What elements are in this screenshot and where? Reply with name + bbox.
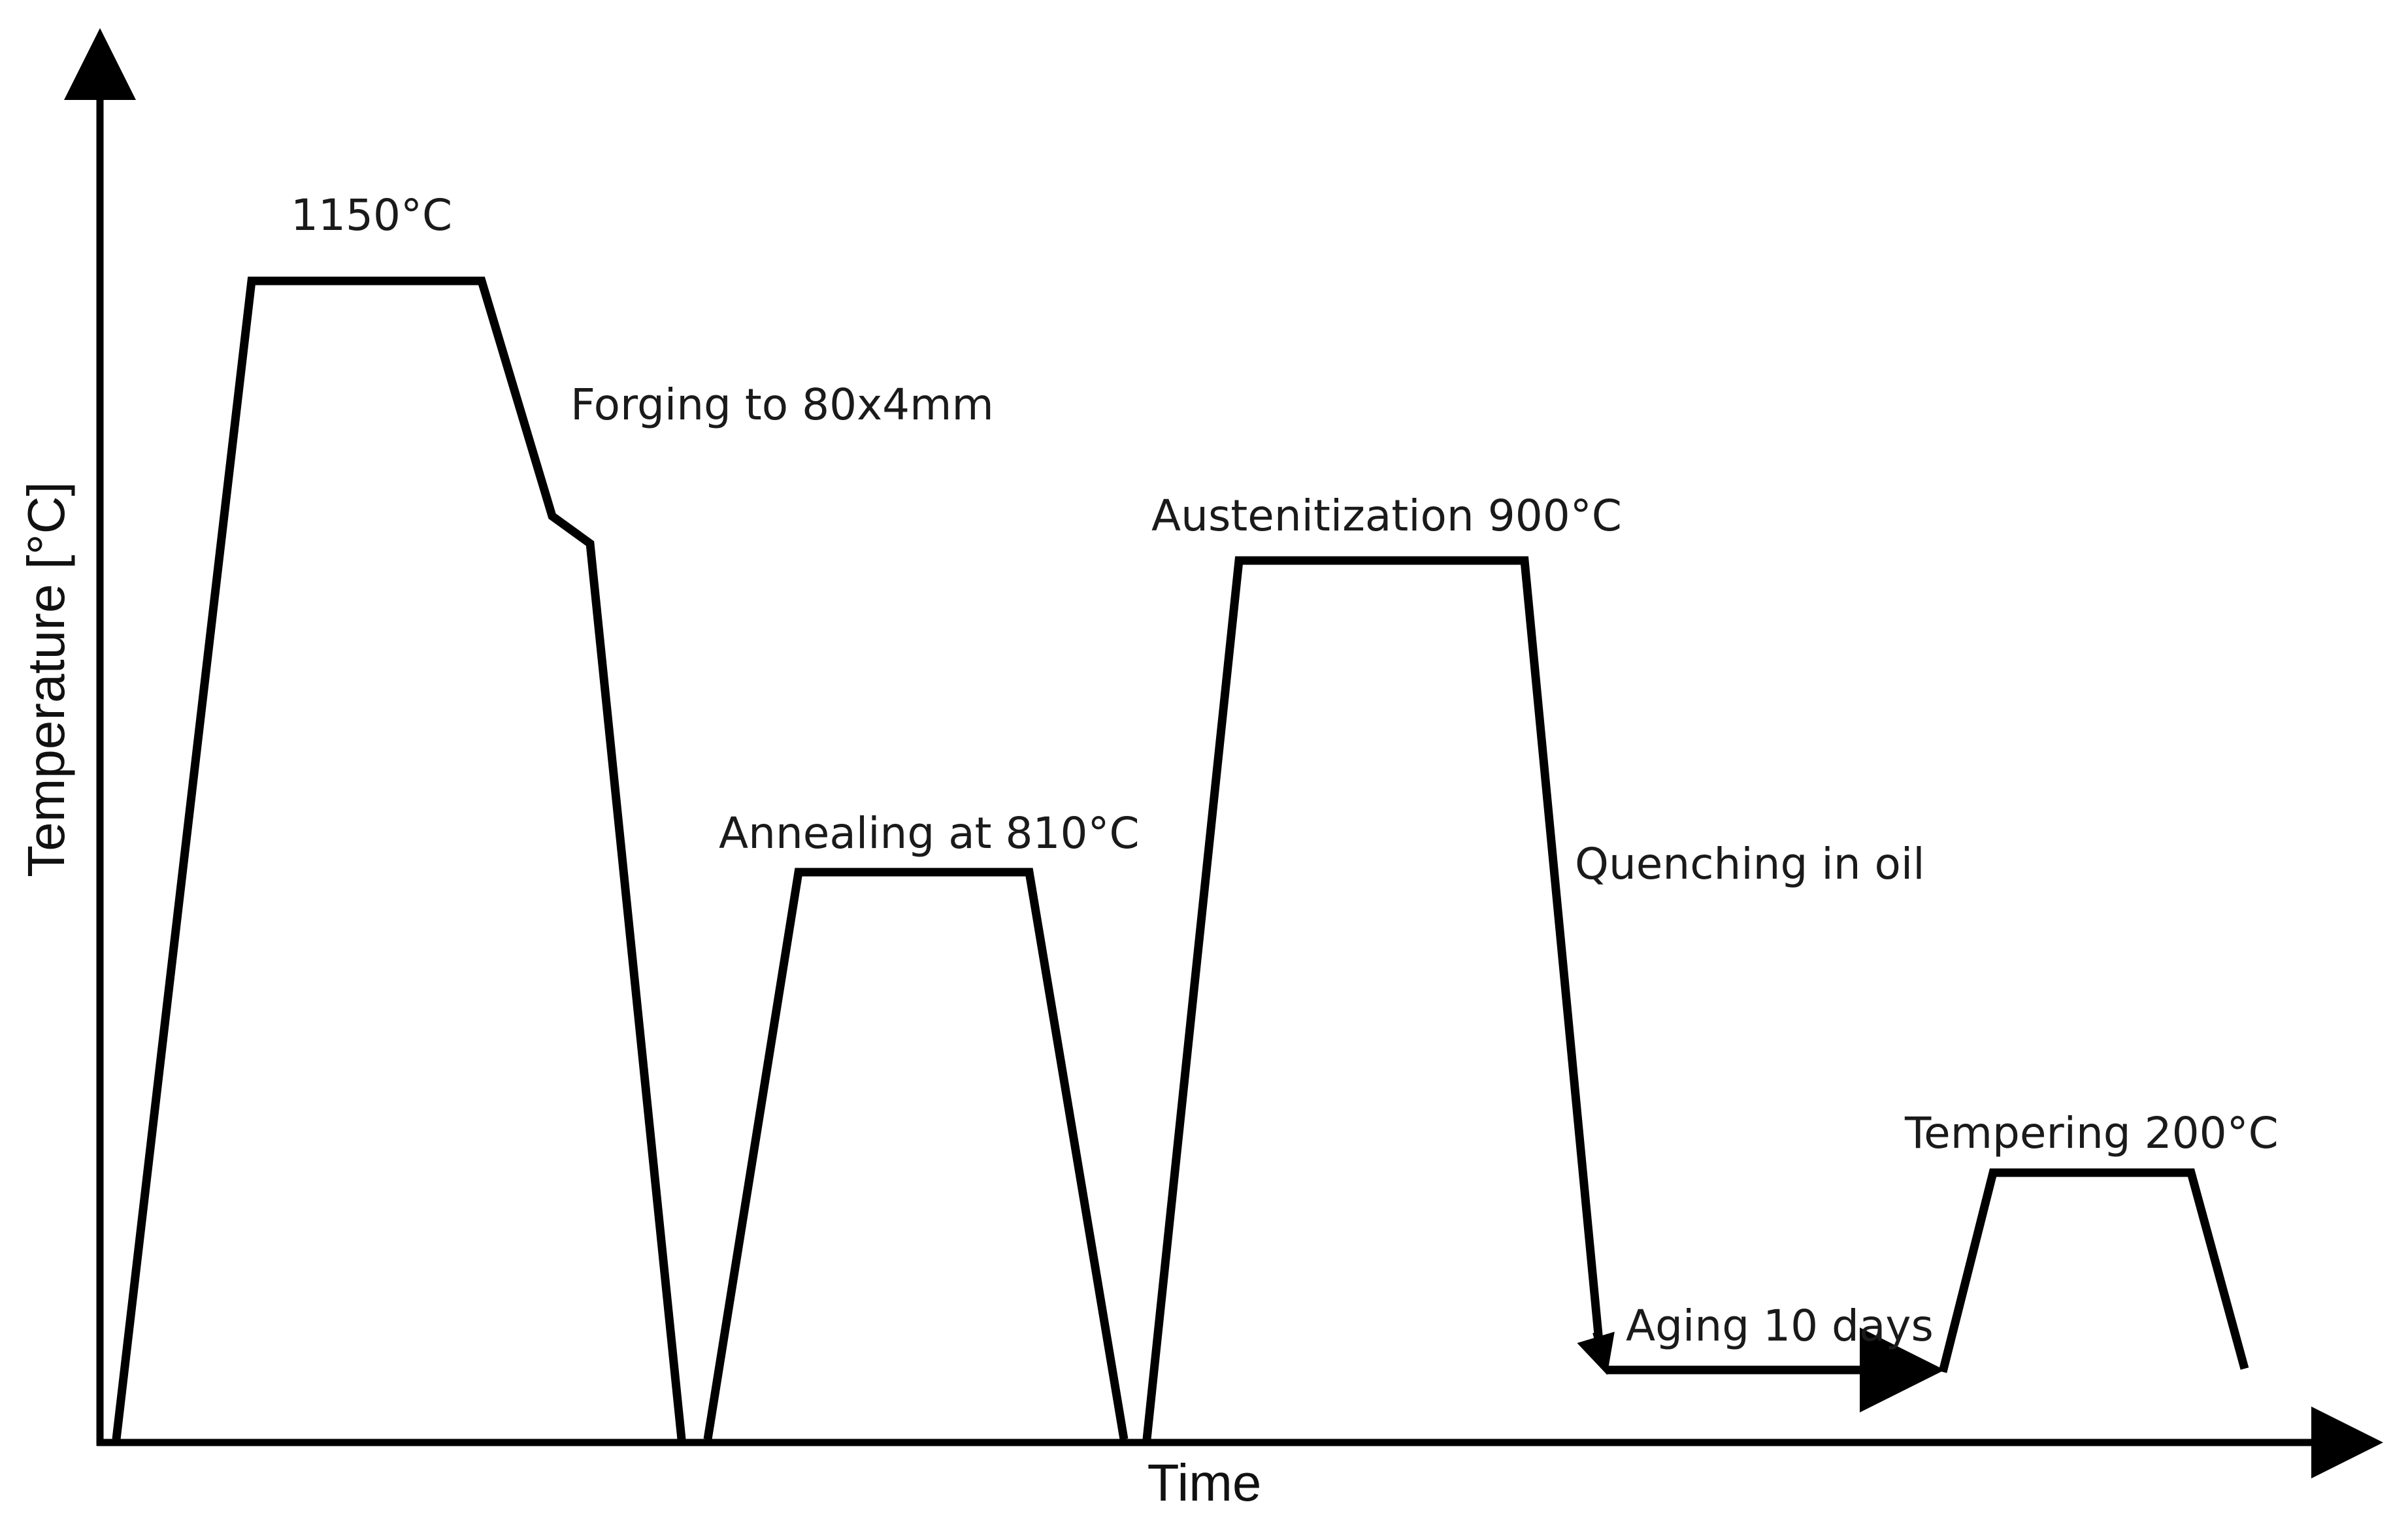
forging-cycle-line: [112, 276, 686, 1440]
label-forging-temperature: 1150°C: [291, 190, 452, 240]
austenitization-quench-line: [1142, 556, 1606, 1440]
tempering-cycle-line: [1938, 1168, 2249, 1373]
label-austenitization: Austenitization 900°C: [1151, 491, 1622, 541]
x-axis-title: Time: [1147, 1454, 1262, 1512]
annealing-cycle-line: [703, 868, 1129, 1441]
label-aging: Aging 10 days: [1626, 1301, 1934, 1351]
y-axis-title: Temperature [°C]: [17, 481, 75, 877]
label-quenching: Quenching in oil: [1575, 839, 1925, 889]
label-annealing: Annealing at 810°C: [719, 808, 1140, 858]
label-tempering: Tempering 200°C: [1904, 1108, 2279, 1158]
label-forging: Forging to 80x4mm: [570, 380, 994, 430]
quench-arrow-tip: [1577, 1331, 1615, 1375]
